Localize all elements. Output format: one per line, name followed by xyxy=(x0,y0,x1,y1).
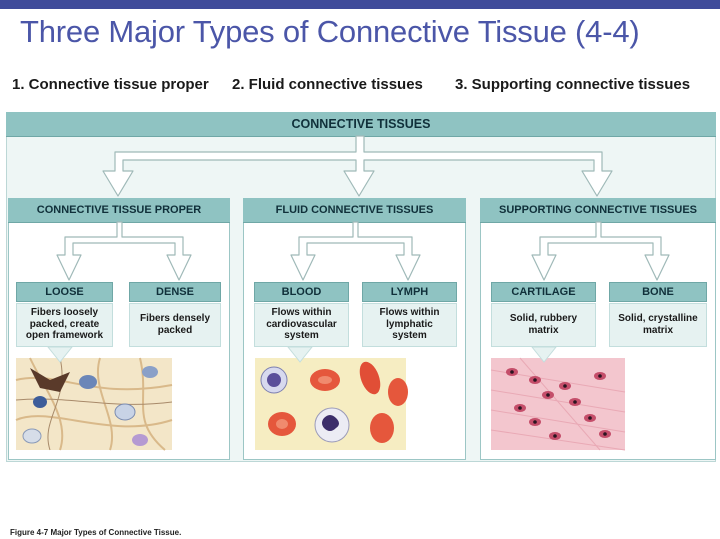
root-node-connective-tissues: CONNECTIVE TISSUES xyxy=(6,112,716,137)
leaf-desc-bone: Solid, crystalline matrix xyxy=(609,303,707,347)
subtitle-connective-proper: 1. Connective tissue proper xyxy=(12,76,209,93)
top-accent-bar xyxy=(0,0,720,9)
leaf-desc-blood: Flows within cardiovascular system xyxy=(254,303,349,347)
leaf-label-loose: LOOSE xyxy=(16,282,113,302)
group-header-connective-tissue-proper: CONNECTIVE TISSUE PROPER xyxy=(8,198,230,223)
leaf-label-cartilage: CARTILAGE xyxy=(491,282,596,302)
group-header-supporting-connective: SUPPORTING CONNECTIVE TISSUES xyxy=(480,198,716,223)
leaf-label-blood: BLOOD xyxy=(254,282,349,302)
leaf-desc-lymph: Flows within lymphatic system xyxy=(362,303,457,347)
figure-caption: Figure 4-7 Major Types of Connective Tis… xyxy=(10,528,182,537)
subtitle-fluid: 2. Fluid connective tissues xyxy=(232,76,423,93)
leaf-desc-cartilage: Solid, rubbery matrix xyxy=(491,303,596,347)
leaf-desc-loose: Fibers loosely packed, create open frame… xyxy=(16,303,113,347)
leaf-label-dense: DENSE xyxy=(129,282,221,302)
group-header-fluid-connective: FLUID CONNECTIVE TISSUES xyxy=(243,198,466,223)
leaf-label-bone: BONE xyxy=(609,282,707,302)
subtitle-supporting: 3. Supporting connective tissues xyxy=(455,76,691,93)
leaf-desc-dense: Fibers densely packed xyxy=(129,303,221,347)
leaf-label-lymph: LYMPH xyxy=(362,282,457,302)
page-title: Three Major Types of Connective Tissue (… xyxy=(20,14,640,49)
